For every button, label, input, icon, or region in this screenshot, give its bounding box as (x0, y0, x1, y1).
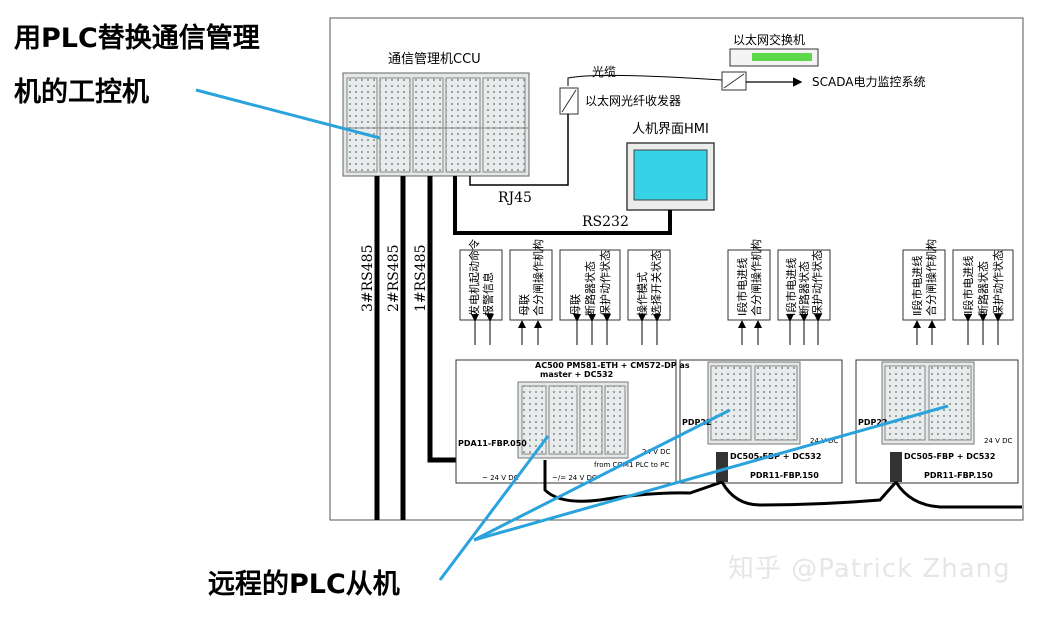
plc1-ac2: ~/= 24 V DC (552, 474, 597, 482)
signal-label-4: 母联 (569, 294, 582, 316)
profibus-link-2 (720, 481, 898, 507)
signal-label-6: 保护动作状态 (598, 250, 612, 316)
ethernet-switch-label: 以太网交换机 (733, 32, 805, 47)
plc1-pda: PDA11-FBP.050 (458, 439, 527, 448)
signal-label-16: Ⅱ段市电进线 (961, 256, 975, 316)
plc2-model: DC505-FBP + DC532 (730, 452, 821, 461)
scada-label: SCADA电力监控系统 (812, 75, 925, 89)
callout-line-bottom-3 (473, 404, 949, 542)
plc3-pdr: PDR11-FBP.150 (924, 471, 993, 480)
rs232-label: RS232 (582, 214, 629, 230)
hmi-screen (633, 149, 708, 201)
plc2-pdp: PDP22 (682, 418, 712, 427)
signal-labels: 发电机起动命令报警信息母联合分闸操作机构母联断路器状态保护动作状态操作模式选择开… (467, 239, 1005, 316)
callout-top-line1: 用PLC替换通信管理 (14, 23, 260, 54)
signal-label-5: 断路器状态 (583, 261, 597, 316)
hmi-label: 人机界面HMI (632, 122, 709, 137)
plc1-dc: 24 V DC (642, 448, 671, 456)
signal-group-2 (727, 249, 831, 345)
signal-label-18: 保护动作状态 (991, 250, 1005, 316)
signal-label-12: 断路器状态 (797, 261, 811, 316)
signal-label-8: 选择开关状态 (649, 250, 663, 316)
rj45-line (469, 114, 569, 186)
signal-label-10: 合分闸操作机构 (749, 239, 763, 316)
signal-label-17: 断路器状态 (976, 261, 990, 316)
callout-top-line2: 机的工控机 (14, 77, 149, 108)
callout-bottom: 远程的PLC从机 (208, 569, 400, 600)
plc2-rack (707, 361, 801, 482)
signal-label-7: 操作模式 (635, 272, 649, 316)
plc1-ac: ~ 24 V DC (482, 474, 519, 482)
plc1-com: from COM1 PLC to PC (594, 461, 669, 469)
ccu-rack (342, 72, 530, 177)
rs485-1-label: 1#RS485 (413, 245, 429, 313)
rs485-3-label: 3#RS485 (360, 245, 376, 313)
fiber-label: 光缆 (592, 65, 616, 79)
signal-group-1 (459, 249, 671, 345)
watermark: 知乎 @Patrick Zhang (728, 554, 1011, 584)
signal-label-9: Ⅰ段市电进线 (735, 258, 749, 316)
plc3-model: DC505-FBP + DC532 (904, 452, 995, 461)
plc1-title-line1: AC500 PM581-ETH + CM572-DP as (535, 361, 690, 370)
signal-label-2: 母联 (518, 294, 531, 316)
signal-label-3: 合分闸操作机构 (531, 239, 545, 316)
profibus-link-1 (543, 460, 723, 503)
signal-label-15: 合分闸操作机构 (924, 239, 938, 316)
signal-label-0: 发电机起动命令 (467, 239, 481, 316)
plc1-rack (517, 381, 629, 459)
fiber-transceiver-label: 以太网光纤收发器 (585, 93, 681, 108)
diagram-frame (329, 17, 1024, 521)
callout-line-bottom-2 (473, 408, 731, 542)
rs485-bus-1 (427, 176, 458, 463)
rs485-2-label: 2#RS485 (386, 245, 402, 313)
plc2-pdr: PDR11-FBP.150 (750, 471, 819, 480)
profibus-link-3 (894, 481, 1022, 509)
plc3-rack (881, 361, 975, 482)
rs232-line (453, 176, 672, 235)
plc3-pdp: PDP22 (858, 418, 888, 427)
signal-label-11: Ⅰ段市电进线 (784, 258, 798, 316)
plc3-dc: 24 V DC (984, 437, 1013, 445)
plc1-title-line2: master + DC532 (540, 370, 613, 379)
signal-label-14: Ⅱ段市电进线 (910, 256, 924, 316)
callout-line-top (195, 88, 381, 140)
callout-line-bottom-1 (438, 435, 550, 581)
signal-label-13: 保护动作状态 (810, 250, 824, 316)
signal-group-3 (902, 249, 1014, 345)
switch-leds (752, 53, 812, 61)
rj45-label: RJ45 (498, 190, 532, 206)
ccu-title: 通信管理机CCU (388, 52, 481, 67)
signal-label-1: 报警信息 (481, 272, 495, 316)
